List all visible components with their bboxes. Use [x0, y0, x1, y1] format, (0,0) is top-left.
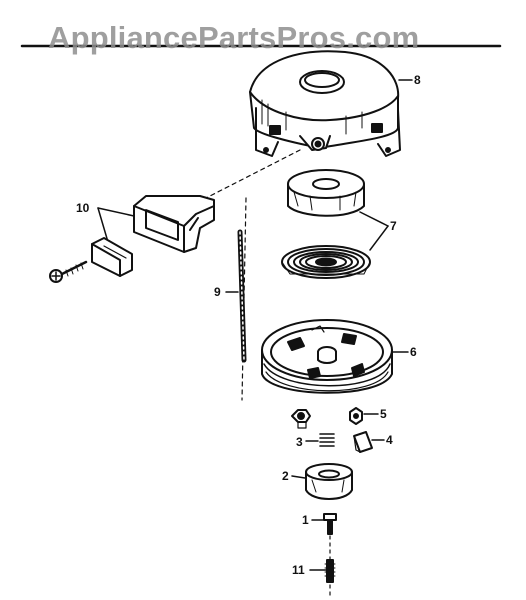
- part-9-rope: [225, 229, 247, 363]
- part-3-spring: [305, 433, 335, 447]
- part-5-nut: [349, 407, 379, 425]
- part-7-recoil-spring: [281, 211, 389, 279]
- housing-slot-right: [371, 123, 383, 133]
- pulley-hub-nut: [291, 409, 311, 429]
- part-11-stud: [309, 559, 336, 583]
- part-6-pulley: [261, 319, 409, 394]
- callout-7: 7: [390, 219, 397, 233]
- housing-slot-left: [269, 125, 281, 135]
- leader-7b: [369, 225, 389, 251]
- callout-5: 5: [380, 407, 387, 421]
- callout-1: 1: [302, 513, 309, 527]
- callout-9: 9: [214, 285, 221, 299]
- callout-4: 4: [386, 433, 393, 447]
- part-2-retainer: [291, 463, 353, 500]
- leader-2: [291, 475, 306, 479]
- part-4-pawl: [353, 431, 385, 453]
- leader-10a: [97, 207, 135, 217]
- alignment-line-handle: [205, 149, 301, 199]
- leader-10b: [97, 207, 109, 243]
- callout-11: 11: [292, 563, 305, 577]
- alignment-line-rope: [241, 197, 247, 401]
- leader-7a: [359, 211, 389, 227]
- handle-screw: [49, 260, 88, 283]
- callout-6: 6: [410, 345, 417, 359]
- watermark-text: AppliancePartsPros.com: [48, 20, 420, 55]
- part-10-handle: [97, 195, 215, 253]
- part-8-housing: [249, 50, 413, 157]
- part-7-spring-cup: [287, 169, 365, 217]
- part-10-insert: [91, 237, 133, 277]
- callout-8: 8: [414, 73, 421, 87]
- callout-3: 3: [296, 435, 303, 449]
- callout-10: 10: [76, 201, 90, 215]
- part-1-screw: [311, 513, 337, 535]
- callout-2: 2: [282, 469, 289, 483]
